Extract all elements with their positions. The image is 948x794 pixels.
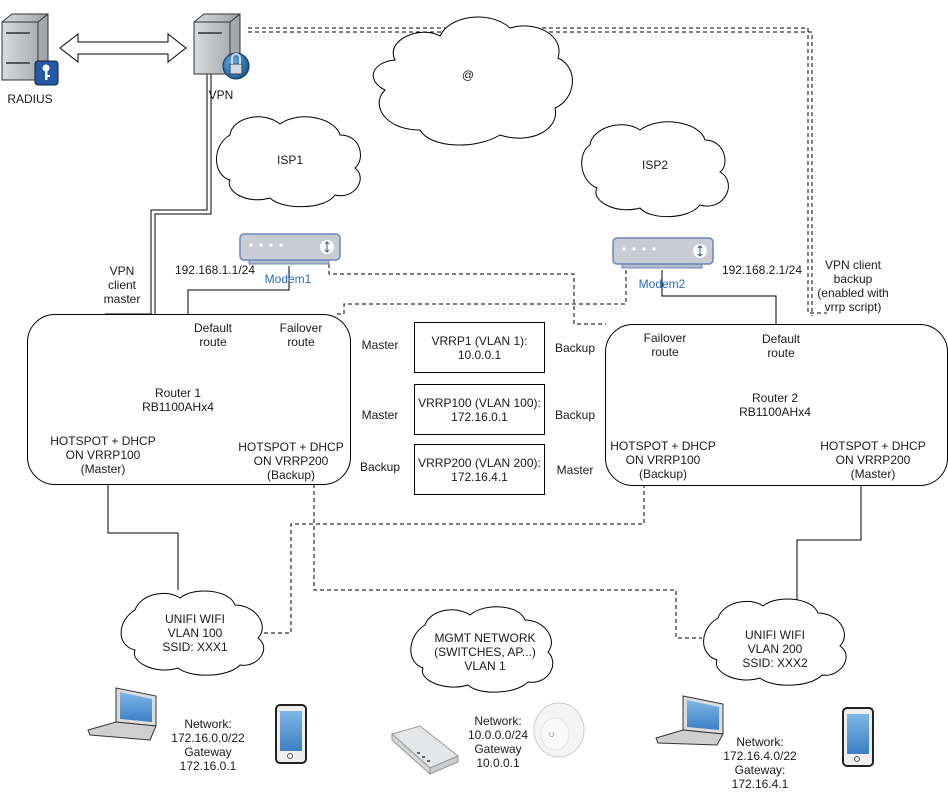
- vrrp200-box: VRRP200 (VLAN 200): 172.16.4.1: [414, 444, 545, 495]
- isp1-label: ISP1: [276, 153, 303, 167]
- router2-wifi100-link: [262, 484, 645, 634]
- vrrp200-router2-role: Master: [556, 463, 594, 477]
- vrrp1-router1-role: Master: [361, 338, 399, 352]
- tablet-vlan200-icon: [842, 707, 874, 767]
- modem1-label: Modem1: [264, 272, 312, 286]
- key-icon: [34, 60, 59, 86]
- wifi200-label: UNIFI WIFI VLAN 200 SSID: XXX2: [742, 628, 808, 670]
- wifi100-label: UNIFI WIFI VLAN 100 SSID: XXX1: [162, 612, 228, 654]
- internet-cloud: [372, 16, 573, 146]
- vlan200-network-info: Network: 172.16.4.0/22 Gateway: 172.16.4…: [723, 735, 797, 791]
- modem1-icon: [239, 233, 341, 265]
- vrrp1-box: VRRP1 (VLAN 1): 10.0.0.1: [414, 322, 545, 373]
- router1: [27, 314, 351, 485]
- mgmt-cloud: [410, 606, 554, 693]
- vpn-server-icon: [193, 13, 250, 80]
- modem2-icon: [612, 237, 714, 269]
- switch-icon: [390, 725, 459, 776]
- router1-wifi100-link: [107, 484, 179, 590]
- radius-server-icon: [1, 13, 59, 86]
- router1-hotspot-vrrp100: HOTSPOT + DHCP ON VRRP100 (Master): [50, 434, 156, 476]
- radius-vpn-double-arrow: [59, 32, 187, 64]
- modem2-ip: 192.168.2.1/24: [721, 263, 803, 277]
- modem1-failover-link: [328, 264, 606, 325]
- modem1-default-link: [187, 266, 290, 314]
- laptop-vlan100-icon: [87, 687, 157, 741]
- modem2-label: Modem2: [638, 277, 686, 291]
- vpn-link-master-b: [154, 48, 212, 314]
- router1-name: Router 1 RB1100AHx4: [142, 386, 214, 414]
- isp2-cloud: [581, 121, 729, 218]
- tablet-vlan100-icon: [275, 704, 307, 764]
- lock-icon: [222, 52, 250, 80]
- internet-cloud-label: @: [461, 68, 475, 82]
- access-point-icon: U: [533, 702, 585, 758]
- router2-wifi200-link: [796, 484, 862, 610]
- vpn-client-master-label: VPN client master: [103, 264, 141, 306]
- router2-hotspot-vrrp200: HOTSPOT + DHCP ON VRRP200 (Master): [820, 439, 926, 481]
- vlan100-network-info: Network: 172.16.0.0/22 Gateway 172.16.0.…: [171, 717, 245, 773]
- mgmt-label: MGMT NETWORK (SWITCHES, AP...) VLAN 1: [434, 631, 536, 673]
- vpn-client-backup-label: VPN client backup (enabled with vrrp scr…: [817, 258, 889, 314]
- router2-name: Router 2 RB1100AHx4: [739, 391, 811, 419]
- vpn-link-backup-b: [248, 31, 813, 316]
- isp2-label: ISP2: [641, 158, 668, 172]
- vrrp100-router2-role: Backup: [554, 408, 596, 422]
- vrrp100-router1-role: Master: [361, 408, 399, 422]
- wifi100-cloud: [120, 590, 265, 676]
- router2-default-route: Default route: [761, 332, 801, 360]
- isp1-cloud: [216, 116, 361, 208]
- router1-default-route: Default route: [193, 321, 233, 349]
- router2-failover-route: Failover route: [643, 331, 687, 359]
- router1-hotspot-vrrp200: HOTSPOT + DHCP ON VRRP200 (Backup): [238, 440, 344, 482]
- router1-failover-route: Failover route: [279, 321, 323, 349]
- vrrp1-router2-role: Backup: [554, 341, 596, 355]
- vrrp100-box: VRRP100 (VLAN 100): 172.16.0.1: [414, 384, 545, 435]
- vrrp200-router1-role: Backup: [359, 460, 401, 474]
- router2-hotspot-vrrp100: HOTSPOT + DHCP ON VRRP100 (Backup): [610, 439, 716, 481]
- radius-label: RADIUS: [7, 92, 53, 106]
- router2: [605, 324, 948, 486]
- laptop-vlan200-icon: [655, 695, 724, 746]
- wifi200-cloud: [703, 598, 847, 686]
- vpn-label: VPN: [208, 88, 234, 102]
- modem1-ip: 192.168.1.1/24: [174, 263, 256, 277]
- svg-text:U: U: [549, 732, 554, 739]
- modem2-default-link: [661, 270, 777, 324]
- modem2-failover-link: [336, 270, 627, 315]
- vlan1-network-info: Network: 10.0.0.0/24 Gateway 10.0.0.1: [467, 714, 529, 770]
- router1-wifi200-link: [313, 484, 702, 639]
